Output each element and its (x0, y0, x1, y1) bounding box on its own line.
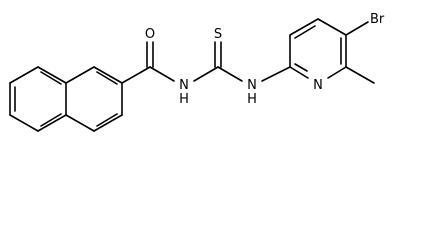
carbonyl-group (121, 41, 175, 84)
oxygen-atom: O (145, 27, 155, 42)
bromine-atom: Br (370, 12, 385, 27)
amide-hydrogen-atom: H (179, 92, 189, 107)
naphthalene-right-ring (65, 66, 123, 132)
pyridine-ring (289, 18, 347, 79)
thiourea-group (193, 41, 291, 82)
pyridine-nitrogen-atom: N (313, 78, 323, 93)
amide-nitrogen-atom: N (179, 78, 189, 93)
thio-hydrogen-atom: H (247, 92, 257, 107)
naphthalene-left-ring (9, 66, 67, 132)
thio-nitrogen-atom: N (247, 78, 257, 93)
chemical-structure: O S N H N H N Br (9, 12, 385, 132)
sulfur-atom: S (214, 27, 222, 42)
molecule-drawing: O S N H N H N Br (9, 12, 385, 132)
substituents (345, 21, 375, 84)
